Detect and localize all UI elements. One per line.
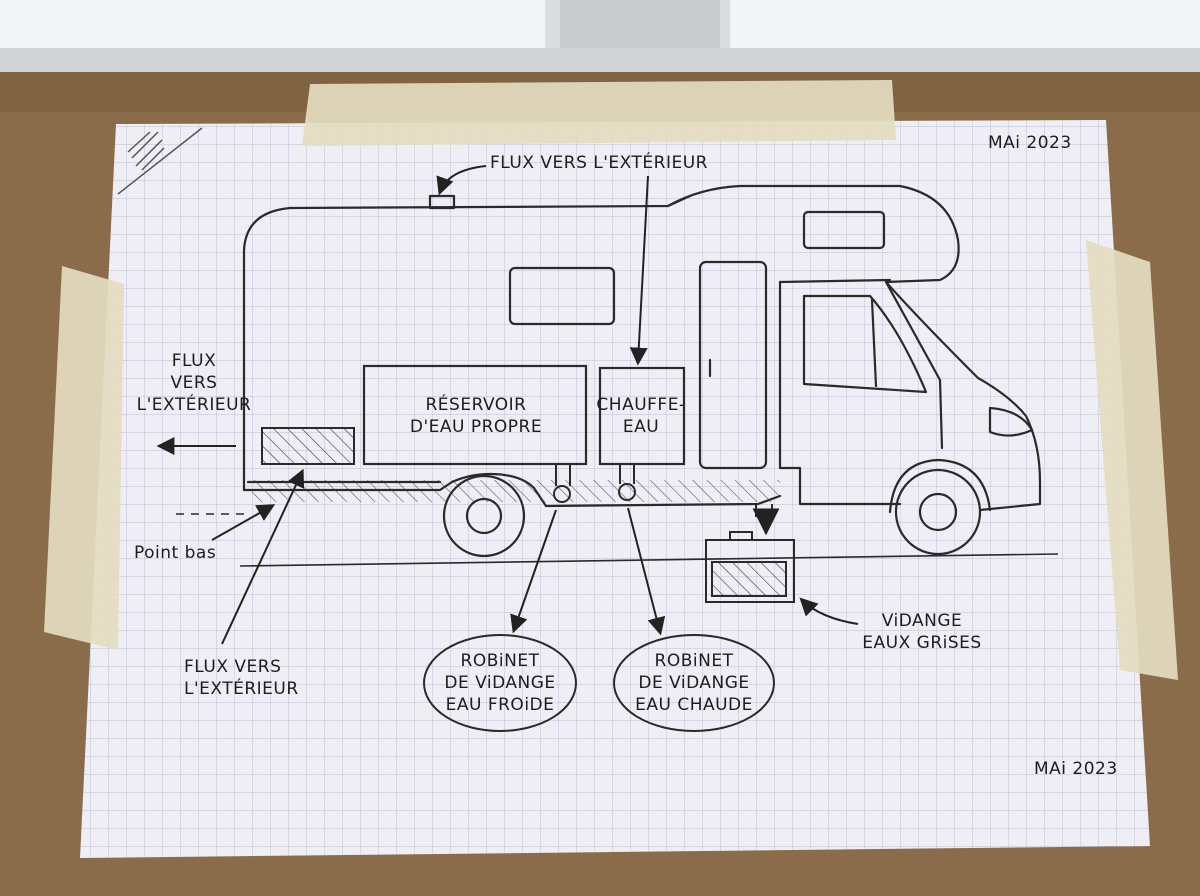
water-heater bbox=[598, 366, 686, 466]
annotation-arrows bbox=[156, 165, 859, 645]
label-roof-flux: FLUX VERS L'EXTÉRIEUR bbox=[490, 153, 708, 173]
label-left-flux-line-1: FLUX bbox=[171, 351, 217, 371]
label-point-bas: Point bas bbox=[134, 543, 217, 563]
label-reservoir-line-1: RÉSERVOIR bbox=[425, 395, 527, 415]
arrow-roof-vent bbox=[436, 165, 487, 196]
label-reservoir: RÉSERVOIR D'EAU PROPRE bbox=[410, 394, 542, 438]
tape-right bbox=[1086, 240, 1178, 680]
side-window bbox=[508, 266, 616, 326]
label-robinet-froide-line-2: DE ViDANGE bbox=[444, 673, 556, 693]
label-bottom-flux-line-2: L'EXTÉRIEUR bbox=[184, 679, 299, 699]
label-bottom-flux-line-1: FLUX VERS bbox=[184, 657, 282, 677]
roof-vent bbox=[428, 194, 456, 210]
cab-overhang bbox=[778, 278, 892, 284]
label-robinet-froide: ROBiNET DE ViDANGE EAU FROiDE bbox=[444, 650, 555, 716]
arrow-robinet-chaude bbox=[627, 507, 666, 636]
label-vidange-line-1: ViDANGE bbox=[881, 611, 963, 631]
arrow-bottom-flux bbox=[221, 468, 305, 645]
arrow-to-heater bbox=[629, 175, 649, 366]
label-reservoir-line-2: D'EAU PROPRE bbox=[409, 417, 543, 437]
front-wheel bbox=[894, 468, 982, 556]
label-vidange-line-2: EAUX GRiSES bbox=[862, 633, 982, 653]
tape-left bbox=[44, 266, 124, 650]
reservoir-tank bbox=[362, 364, 588, 466]
headlight bbox=[988, 406, 1034, 437]
date-top: MAi 2023 bbox=[988, 133, 1072, 153]
label-bottom-flux: FLUX VERS L'EXTÉRIEUR bbox=[184, 656, 299, 700]
door bbox=[698, 260, 768, 470]
label-chauffe-eau-line-2: EAU bbox=[622, 417, 660, 437]
label-robinet-froide-line-1: ROBiNET bbox=[460, 651, 540, 671]
label-left-flux-line-3: L'EXTÉRIEUR bbox=[136, 395, 252, 415]
tape-top bbox=[302, 80, 896, 146]
rear-wheel bbox=[442, 474, 526, 558]
robinet-chaude-bubble bbox=[613, 634, 775, 732]
arrow-vidange bbox=[799, 597, 859, 625]
cab-outline bbox=[778, 280, 902, 506]
label-left-flux: FLUX VERS L'EXTÉRIEUR bbox=[137, 350, 252, 416]
ground-line bbox=[239, 553, 1059, 567]
robinet-froide-bubble bbox=[423, 634, 577, 732]
pipe-hatched bbox=[252, 480, 780, 502]
label-chauffe-eau: CHAUFFE- EAU bbox=[596, 394, 685, 438]
corner-scribble bbox=[117, 127, 203, 195]
label-chauffe-eau-line-1: CHAUFFE- bbox=[596, 395, 686, 415]
cab-windshield bbox=[884, 280, 944, 450]
cab-window-divider bbox=[870, 298, 878, 388]
window-background bbox=[0, 0, 1200, 72]
label-robinet-chaude-line-2: DE ViDANGE bbox=[638, 673, 750, 693]
overcab-window bbox=[802, 210, 886, 250]
label-robinet-chaude-line-1: ROBiNET bbox=[654, 651, 734, 671]
camper-roof-line bbox=[666, 194, 692, 208]
arrow-point-bas bbox=[211, 504, 276, 541]
label-robinet-froide-line-3: EAU FROiDE bbox=[445, 695, 555, 715]
label-robinet-chaude-line-3: EAU CHAUDE bbox=[635, 695, 753, 715]
front-wheel-hub bbox=[918, 492, 958, 532]
front-wheel-arch bbox=[888, 458, 992, 514]
label-left-flux-line-2: VERS bbox=[170, 373, 218, 393]
cab-window bbox=[802, 294, 928, 394]
grey-tank-hatched bbox=[261, 427, 355, 465]
label-vidange: ViDANGE EAUX GRiSES bbox=[862, 610, 981, 654]
date-bottom: MAi 2023 bbox=[1034, 759, 1118, 779]
grey-water-container bbox=[705, 508, 795, 603]
arrow-robinet-froide bbox=[510, 509, 557, 634]
label-robinet-chaude: ROBiNET DE ViDANGE EAU CHAUDE bbox=[635, 650, 753, 716]
